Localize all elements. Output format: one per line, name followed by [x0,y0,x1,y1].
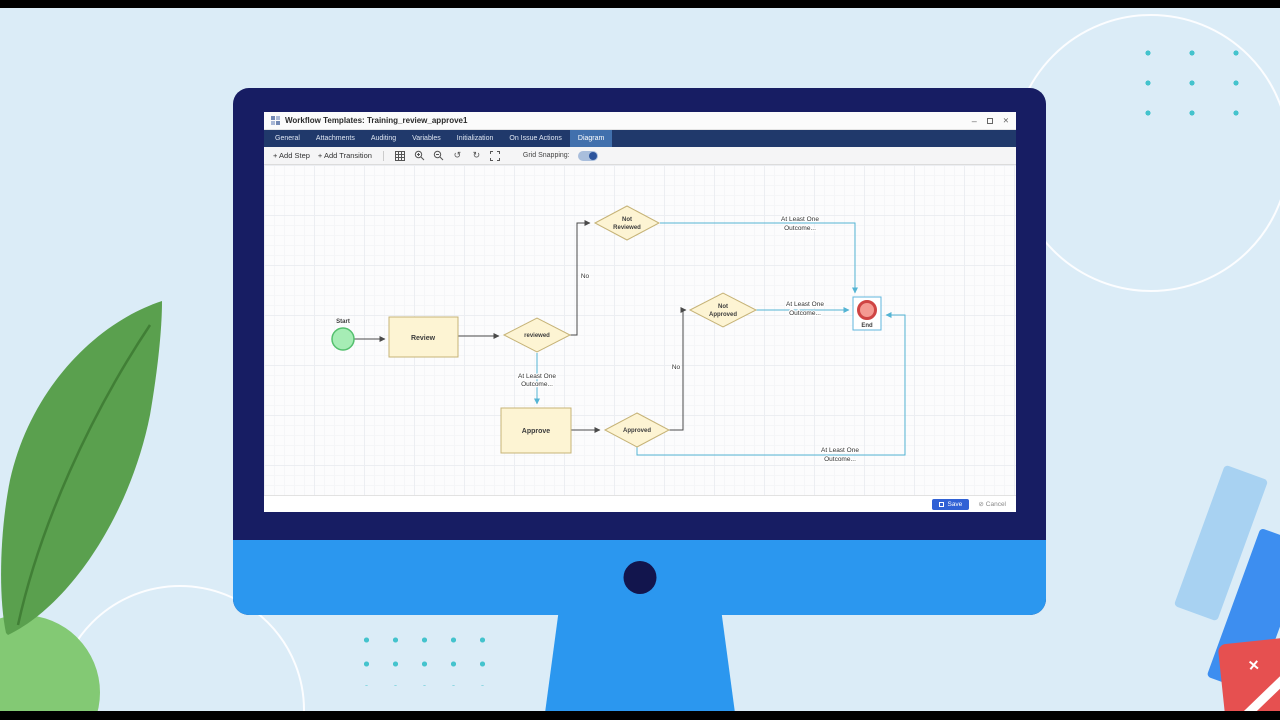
edge-label-outcome-c1: At Least One [786,301,824,308]
minimize-icon[interactable]: – [971,115,977,126]
close-window-icon[interactable]: ✕ [1002,116,1009,125]
decor-red-card: ✕ [1217,635,1280,720]
diagram-toolbar: + Add Step + Add Transition ↺ ↻ [264,147,1016,165]
save-icon [939,501,945,507]
tab-initialization[interactable]: Initialization [456,135,494,142]
node-start[interactable] [331,327,355,351]
undo-icon[interactable]: ↺ [453,150,462,160]
monitor: Workflow Templates: Training_review_appr… [233,88,1046,615]
cancel-icon: ⊘ [978,501,984,508]
edge-reviewed-notreviewed[interactable] [570,220,591,336]
node-approve[interactable] [500,407,572,454]
window-controls: – ✕ [972,116,1009,125]
node-end[interactable] [857,300,877,320]
node-end-label: End [861,323,873,329]
fit-screen-icon[interactable] [490,150,501,161]
grid-icon[interactable] [395,150,406,161]
diagram-canvas[interactable]: Start Review reviewed Not Reviewed Appro… [264,165,1016,495]
node-review[interactable] [388,316,459,358]
edge-approved-end[interactable] [636,312,906,456]
monitor-chin [233,540,1046,615]
node-review-label: Review [411,335,436,342]
decor-dot-grid-bottom-left [350,626,508,686]
node-not-approved[interactable] [688,292,758,328]
letterbox-bottom [0,711,1280,720]
node-approve-label: Approve [522,428,551,435]
workflow-diagram: Start Review reviewed Not Reviewed Appro… [331,205,906,464]
edge-label-outcome-a1: At Least One [518,373,556,380]
edge-approved-notapproved[interactable] [667,307,687,431]
add-step-button[interactable]: + Add Step [273,151,310,160]
edge-label-outcome-d1: At Least One [821,447,859,454]
node-not-reviewed-label-2: Reviewed [613,225,641,231]
node-approved-label: Approved [623,428,651,434]
node-not-approved-label-1: Not [718,304,728,310]
close-icon: ✕ [1247,656,1261,674]
zoom-in-icon[interactable] [414,150,425,161]
save-button-label: Save [947,500,963,508]
edge-label-no-reviewed: No [581,273,590,280]
grid-snapping-toggle[interactable] [577,150,598,161]
node-reviewed[interactable] [502,317,572,353]
tab-attachments[interactable]: Attachments [315,135,355,142]
letterbox-top [0,0,1280,8]
node-not-approved-label-2: Approved [709,312,737,318]
workflow-editor-window: Workflow Templates: Training_review_appr… [264,112,1016,512]
zoom-out-icon[interactable] [433,150,444,161]
add-transition-button[interactable]: + Add Transition [317,151,372,160]
node-start-label: Start [336,319,350,325]
maximize-icon[interactable] [986,117,993,124]
decor-dot-grid-top-right [1124,36,1266,138]
footer-bar: Save ⊘ Cancel [264,495,1016,512]
node-approved[interactable] [603,412,671,448]
tab-general[interactable]: General [275,135,300,142]
node-reviewed-label: reviewed [524,333,550,339]
cancel-button[interactable]: ⊘ Cancel [978,500,1006,509]
node-not-reviewed-label-1: Not [622,217,632,223]
save-button[interactable]: Save [932,498,970,510]
tab-auditing[interactable]: Auditing [370,135,397,142]
redo-icon[interactable]: ↻ [472,150,481,160]
tab-on-issue-actions[interactable]: On Issue Actions [509,135,562,142]
edge-label-outcome-b1: At Least One [781,216,819,223]
edge-label-outcome-c2: Outcome... [789,310,821,317]
monitor-stand [545,614,735,713]
edge-label-outcome-d2: Outcome... [824,456,856,463]
toggle-knob [588,151,597,160]
edge-label-no-approved: No [672,364,681,371]
monitor-logo-dot [623,561,656,594]
node-not-reviewed[interactable] [593,205,661,241]
edge-label-outcome-b2: Outcome... [784,225,816,232]
edge-label-outcome-a2: Outcome... [521,381,553,388]
edge-notreviewed-end[interactable] [660,222,858,294]
app-icon [271,116,280,125]
tab-variables[interactable]: Variables [412,135,441,142]
monitor-screen: Workflow Templates: Training_review_appr… [264,112,1016,512]
grid-snapping-label: Grid Snapping: [522,152,570,159]
tab-bar: General Attachments Auditing Variables I… [264,130,1016,147]
cancel-button-label: Cancel [985,500,1006,508]
toolbar-divider [382,150,384,161]
leaf-illustration [1,301,162,635]
tab-diagram[interactable]: Diagram [569,130,613,147]
window-titlebar: Workflow Templates: Training_review_appr… [264,112,1016,130]
window-title: Workflow Templates: Training_review_appr… [285,116,468,125]
